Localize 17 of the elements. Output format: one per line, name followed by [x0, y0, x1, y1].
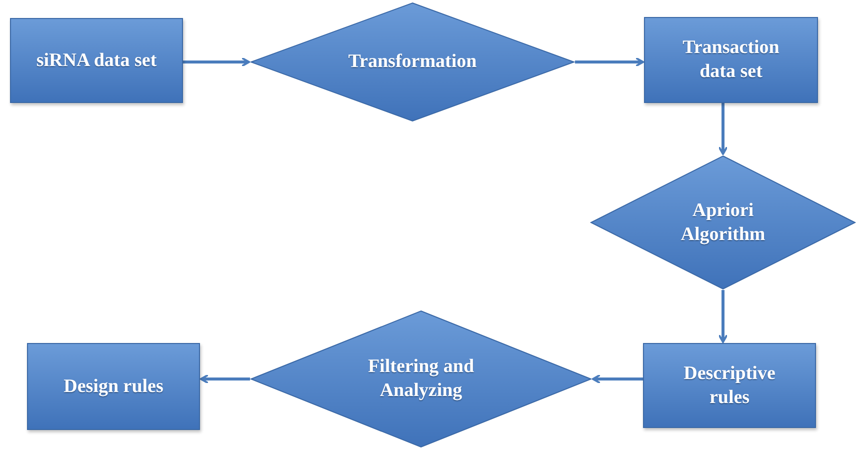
node-label: Transformation — [348, 50, 477, 74]
node-label: Descriptive rules — [682, 362, 776, 410]
arrow — [183, 57, 250, 67]
process-box — [27, 343, 200, 430]
node-label: Transaction data set — [682, 36, 780, 84]
arrow — [575, 57, 644, 67]
node-label: Filtering and Analyzing — [366, 355, 476, 403]
process-box — [643, 343, 816, 428]
node-label: siRNA data set — [36, 48, 157, 72]
arrow — [718, 290, 728, 343]
arrow — [592, 374, 643, 384]
process-box — [644, 17, 818, 103]
arrow — [200, 374, 250, 384]
arrow — [718, 103, 728, 155]
node-label: Design rules — [64, 374, 164, 398]
process-box — [10, 18, 183, 103]
node-label: Apriori Algorithm — [680, 198, 766, 246]
